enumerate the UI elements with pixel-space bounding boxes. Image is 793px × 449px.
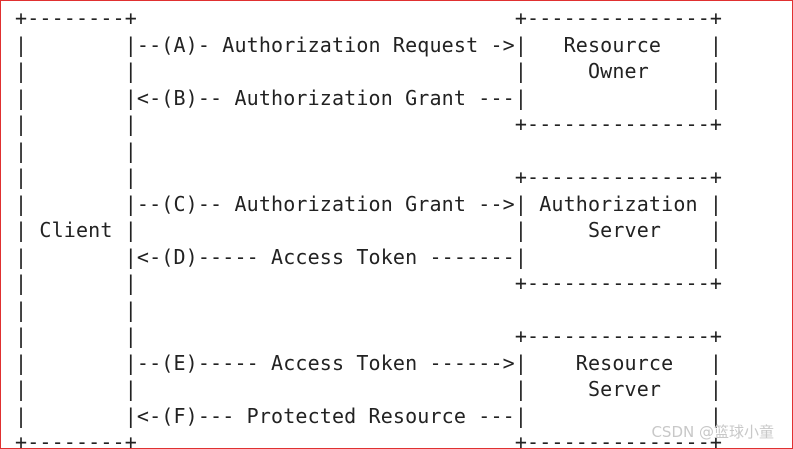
diagram-line: | | — [15, 297, 137, 322]
diagram-line: | | | Server | — [15, 377, 723, 401]
diagram-line: | | +---------------+ — [15, 165, 723, 189]
diagram-line: | |--(A)- Authorization Request ->| Reso… — [15, 32, 723, 57]
diagram-line: +--------+ +---------------+ — [15, 430, 723, 449]
diagram-line: | |<-(B)-- Authorization Grant ---| | — [15, 85, 723, 110]
diagram-line: | | +---------------+ — [15, 271, 723, 295]
oauth-flow-ascii-diagram: +--------+ +---------------+ | |--(A)- A… — [15, 5, 723, 449]
diagram-line: | Client | | Server | — [15, 218, 723, 242]
diagram-line: | | | Owner | — [15, 59, 723, 83]
diagram-line: | |--(C)-- Authorization Grant -->| Auth… — [15, 191, 723, 216]
diagram-line: +--------+ +---------------+ — [15, 6, 723, 30]
diagram-line: | | +---------------+ — [15, 112, 723, 136]
diagram-line: | | +---------------+ — [15, 324, 723, 348]
diagram-line: | |<-(F)--- Protected Resource ---| | — [15, 403, 723, 428]
diagram-line: | |--(E)----- Access Token ------>| Reso… — [15, 350, 723, 375]
csdn-watermark: CSDN @篮球小童 — [651, 423, 774, 441]
diagram-line: | |<-(D)----- Access Token -------| | — [15, 244, 723, 269]
diagram-line: | | — [15, 138, 137, 163]
